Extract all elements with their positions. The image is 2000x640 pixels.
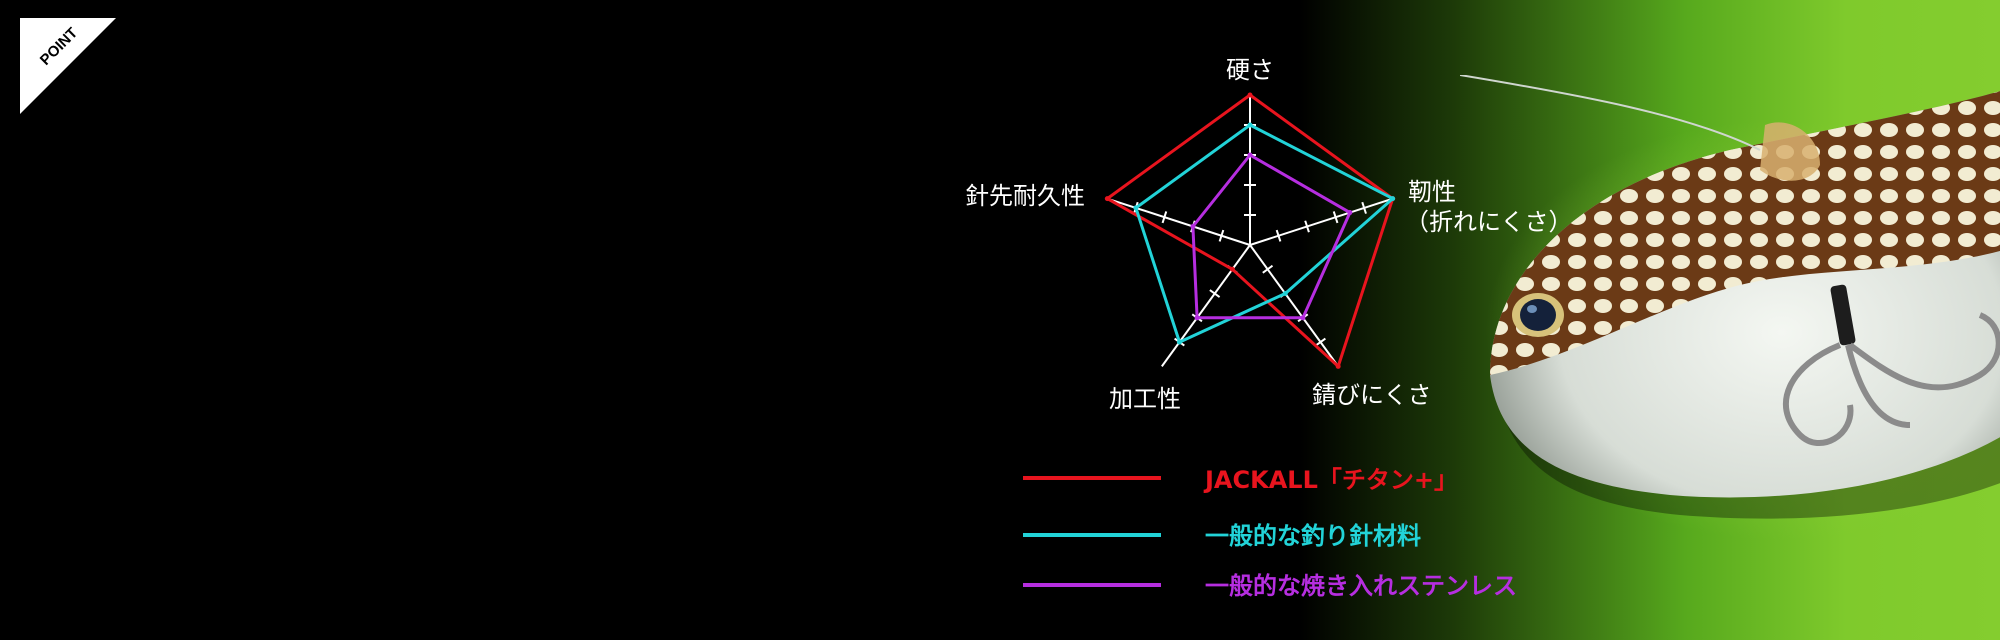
point-badge-triangle	[20, 18, 116, 114]
radar-axes	[1107, 95, 1393, 367]
radar-tick	[1209, 289, 1221, 298]
radar-point	[1229, 266, 1235, 272]
axis-label-rust-resistance: 錆びにくさ	[1312, 381, 1432, 409]
radar-point	[1247, 152, 1253, 158]
radar-point	[1176, 339, 1182, 345]
radar-point	[1300, 315, 1306, 321]
radar-series-polygon-1	[1134, 123, 1395, 344]
radar-tick	[1315, 337, 1326, 347]
radar-tick	[1275, 229, 1282, 242]
radar-axis-line	[1161, 244, 1251, 367]
axis-label-hardness: 硬さ	[1226, 56, 1274, 84]
radar-point	[1347, 210, 1353, 216]
radar-tick	[1304, 220, 1310, 233]
axis-label-toughness-note: （折れにくさ）	[1405, 208, 1573, 236]
radar-tick	[1218, 229, 1225, 242]
legend-label-common-hook: 一般的な釣り針材料	[1205, 522, 1421, 550]
axis-label-tip-durability: 針先耐久性	[965, 182, 1085, 210]
radar-tick	[1361, 201, 1367, 214]
legend-label-jackall: JACKALL「チタン+」	[1203, 466, 1458, 494]
radar-point	[1133, 205, 1139, 211]
radar-tick	[1262, 264, 1274, 274]
radar-point	[1282, 291, 1288, 297]
radar-axis-line	[1249, 244, 1339, 367]
axis-label-workability: 加工性	[1109, 385, 1181, 413]
radar-axis-line	[1249, 197, 1393, 246]
radar-series-polygon-2	[1191, 153, 1352, 320]
point-badge: POINT	[20, 18, 116, 114]
radar-series	[1104, 92, 1396, 369]
axis-label-toughness: 靭性	[1408, 178, 1456, 206]
radar-point	[1104, 196, 1110, 202]
radar-point	[1190, 223, 1196, 229]
radar-tick	[1161, 211, 1168, 224]
radar-point	[1247, 122, 1253, 128]
pufferfish-photo	[1460, 75, 2000, 519]
legend-label-stainless: 一般的な焼き入れステンレス	[1205, 572, 1517, 600]
radar-point	[1194, 315, 1200, 321]
legend: JACKALL「チタン+」 一般的な釣り針材料 一般的な焼き入れステンレス	[1023, 466, 1517, 600]
radar-axis-line	[1107, 197, 1251, 246]
radar-tick	[1332, 211, 1339, 224]
radar-point	[1335, 363, 1341, 369]
radar-point	[1390, 196, 1396, 202]
radar-point	[1247, 92, 1253, 98]
